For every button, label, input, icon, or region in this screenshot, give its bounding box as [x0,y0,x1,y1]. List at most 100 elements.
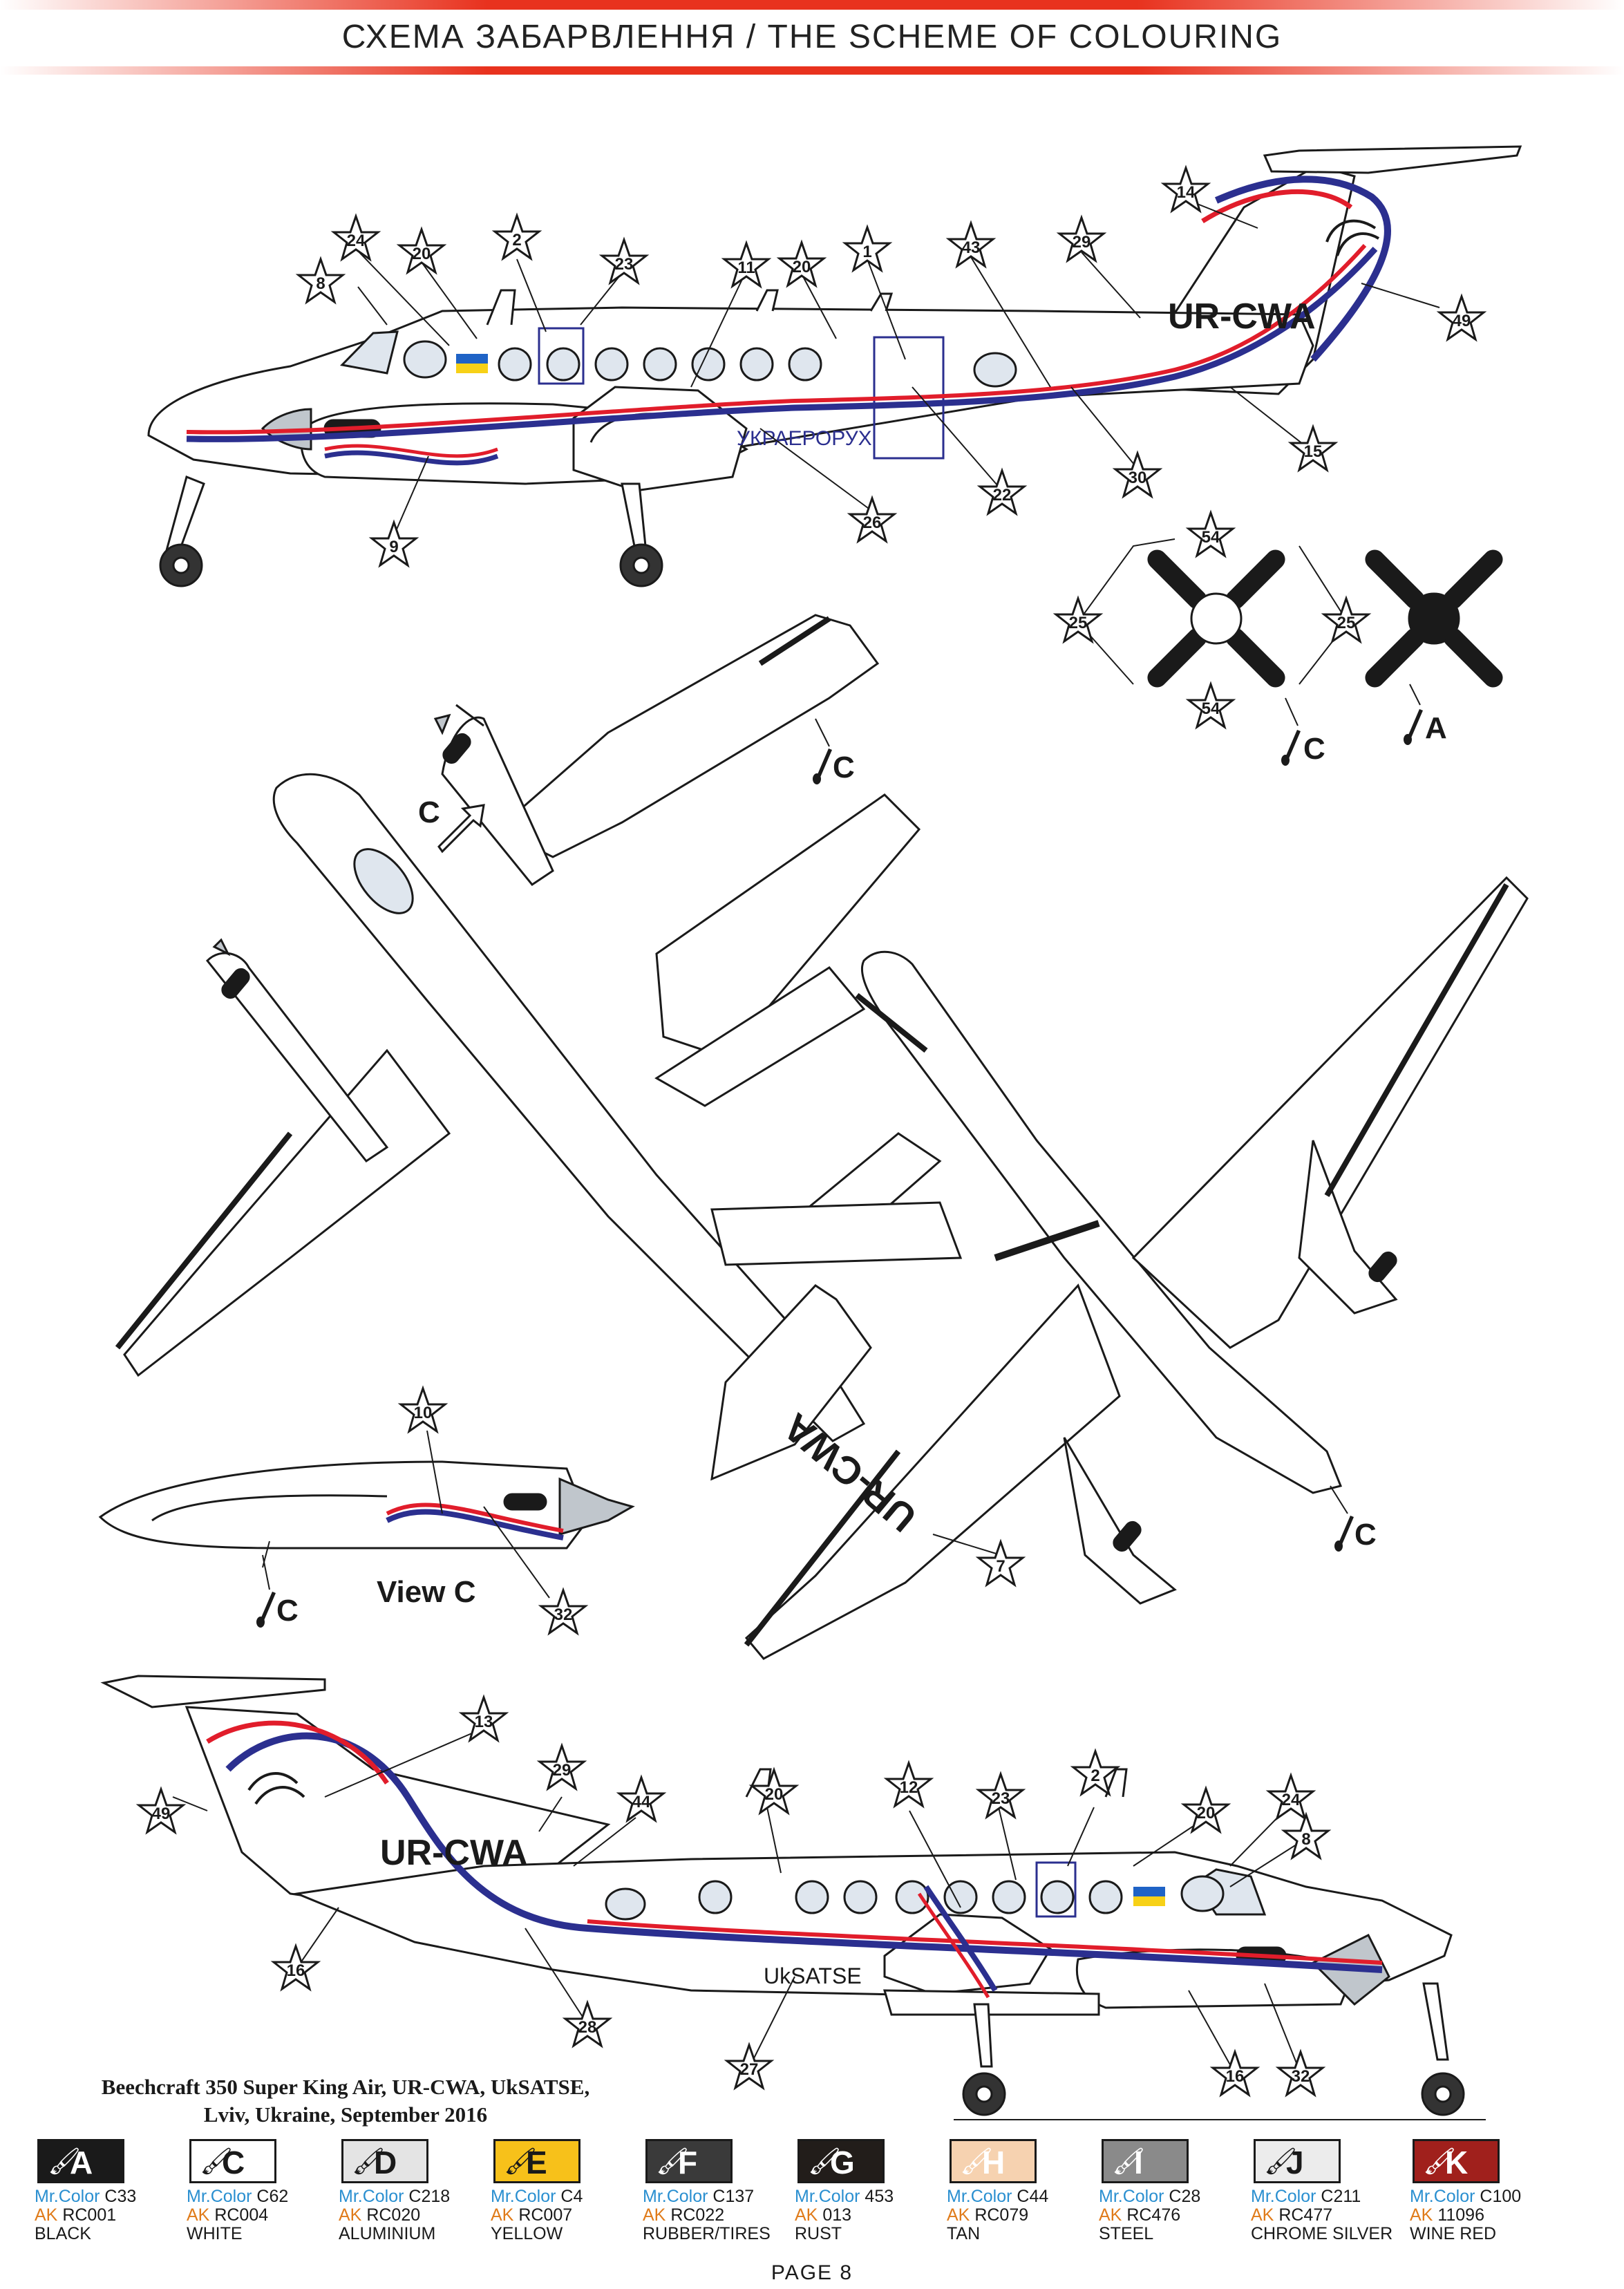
callout-star-43: 43 [947,222,994,267]
callout-star-20: 20 [778,241,825,287]
callout-star-20: 20 [1182,1787,1229,1833]
svg-text:C: C [833,751,855,784]
svg-text:25: 25 [1069,614,1088,632]
callout-star-26: 26 [849,497,896,543]
callout-star-7: 7 [977,1541,1024,1586]
svg-text:29: 29 [1073,233,1091,252]
swatch-d: 🖌 D [341,2139,428,2183]
callout-star-32: 32 [540,1589,587,1635]
brush-icon: 🖌 [200,2147,234,2176]
paint-chip-a: 🖌 A Mr.Color C33 AK RC001 BLACK [35,2139,187,2243]
callout-star-8: 8 [1283,1814,1330,1859]
callout-star-10: 10 [399,1387,446,1433]
callout-star-44: 44 [618,1776,665,1822]
plan-view-top [115,614,942,1481]
svg-text:26: 26 [863,514,882,532]
svg-text:7: 7 [996,1557,1005,1576]
brush-icon: 🖌 [352,2147,386,2176]
svg-text:49: 49 [1453,312,1471,330]
paint-chip-d: 🖌 D Mr.Color C218 AK RC020 ALUMINIUM [339,2139,491,2243]
paint-chip-i: 🖌 I Mr.Color C28 AK RC476 STEEL [1099,2139,1251,2243]
view-c-nacelle [98,1460,635,1549]
svg-text:C: C [1354,1518,1377,1552]
svg-text:23: 23 [615,255,634,274]
svg-text:16: 16 [287,1961,305,1980]
svg-text:8: 8 [1301,1830,1310,1849]
svg-text:29: 29 [553,1761,572,1780]
registration-side-top: UR-CWA [1168,296,1316,337]
svg-text:28: 28 [578,2018,597,2037]
svg-text:54: 54 [1202,699,1220,718]
swatch-i: 🖌 I [1102,2139,1189,2183]
svg-text:27: 27 [740,2060,759,2079]
callout-star-12: 12 [885,1762,932,1807]
paint-callout-c-underside: C [1334,1516,1377,1552]
svg-text:24: 24 [1282,1791,1301,1809]
caption-line-1: Beechcraft 350 Super King Air, UR-CWA, U… [101,2075,590,2099]
callout-star-24: 24 [332,215,379,261]
svg-text:43: 43 [962,238,981,257]
swatch-c: 🖌 C [189,2139,276,2183]
swatch-k: 🖌 K [1413,2139,1500,2183]
paint-chip-k: 🖌 K Mr.Color C100 AK 11096 WINE RED [1410,2139,1562,2243]
callout-star-29: 29 [538,1744,585,1790]
callout-star-30: 30 [1114,452,1161,498]
svg-text:32: 32 [554,1605,573,1624]
caption-line-2: Lviv, Ukraine, September 2016 [203,2102,488,2127]
callout-star-24: 24 [1267,1774,1314,1820]
svg-text:24: 24 [347,232,366,250]
paint-chip-f: 🖌 F Mr.Color C137 AK RC022 RUBBER/TIRES [643,2139,795,2243]
svg-text:22: 22 [993,486,1012,505]
side-view-right [100,1675,1465,2116]
callout-star-16: 16 [1211,2051,1258,2096]
svg-text:8: 8 [316,274,325,293]
brush-icon: 🖌 [960,2147,994,2176]
paint-callout-c-viewc: C [256,1592,299,1628]
callout-leaders [172,200,1440,2074]
swatch-j: 🖌 J [1254,2139,1341,2183]
brush-icon: 🖌 [808,2147,842,2176]
header-accent-top [0,0,1624,10]
propeller-views [1077,538,1503,688]
svg-text:C: C [1303,732,1325,766]
operator-text-top: УКРАЕРОРУХ [737,427,872,450]
callout-star-1: 1 [844,226,891,272]
swatch-g: 🖌 G [797,2139,885,2183]
view-c-arrow [437,804,485,854]
paint-chip-c: 🖌 C Mr.Color C62 AK RC004 WHITE [187,2139,339,2243]
svg-text:54: 54 [1202,528,1220,547]
svg-text:2: 2 [512,231,521,249]
aircraft-caption: Beechcraft 350 Super King Air, UR-CWA, U… [69,2073,622,2129]
view-c-arrow-label: C [418,795,440,829]
brush-icon: 🖌 [48,2147,82,2176]
svg-text:20: 20 [413,245,431,263]
svg-text:10: 10 [414,1404,433,1422]
svg-text:20: 20 [793,258,811,276]
callout-star-54: 54 [1187,511,1234,557]
callout-stars: 8 24 20 2 23 11 20 1 43 29 14 49 15 30 2… [138,167,1485,2096]
operator-text-bottom: UkSATSE [764,1963,862,1988]
callout-star-14: 14 [1162,167,1209,212]
svg-text:15: 15 [1304,442,1323,461]
brush-icon: 🖌 [504,2147,538,2176]
svg-text:A: A [1425,711,1447,745]
side-view-left [147,145,1522,587]
svg-text:12: 12 [900,1778,918,1797]
callout-star-20: 20 [750,1769,797,1814]
page-title: СХЕМА ЗАБАРВЛЕННЯ / THE SCHEME OF COLOUR… [341,19,1283,55]
paint-chip-e: 🖌 E Mr.Color C4 AK RC007 YELLOW [491,2139,643,2243]
paint-chip-g: 🖌 G Mr.Color 453 AK 013 RUST [795,2139,947,2243]
callout-star-20: 20 [398,228,445,274]
svg-text:13: 13 [475,1713,493,1731]
callout-star-29: 29 [1058,216,1105,262]
callout-star-9: 9 [370,521,417,567]
swatch-h: 🖌 H [950,2139,1037,2183]
paint-callout-c-wing: C [813,748,855,784]
callout-star-32: 32 [1277,2051,1324,2096]
callout-star-13: 13 [460,1696,507,1742]
callout-star-2: 2 [493,214,540,260]
callout-star-49: 49 [1438,295,1485,341]
callout-star-54: 54 [1187,683,1234,728]
callout-star-15: 15 [1290,426,1337,471]
svg-text:49: 49 [152,1805,171,1823]
